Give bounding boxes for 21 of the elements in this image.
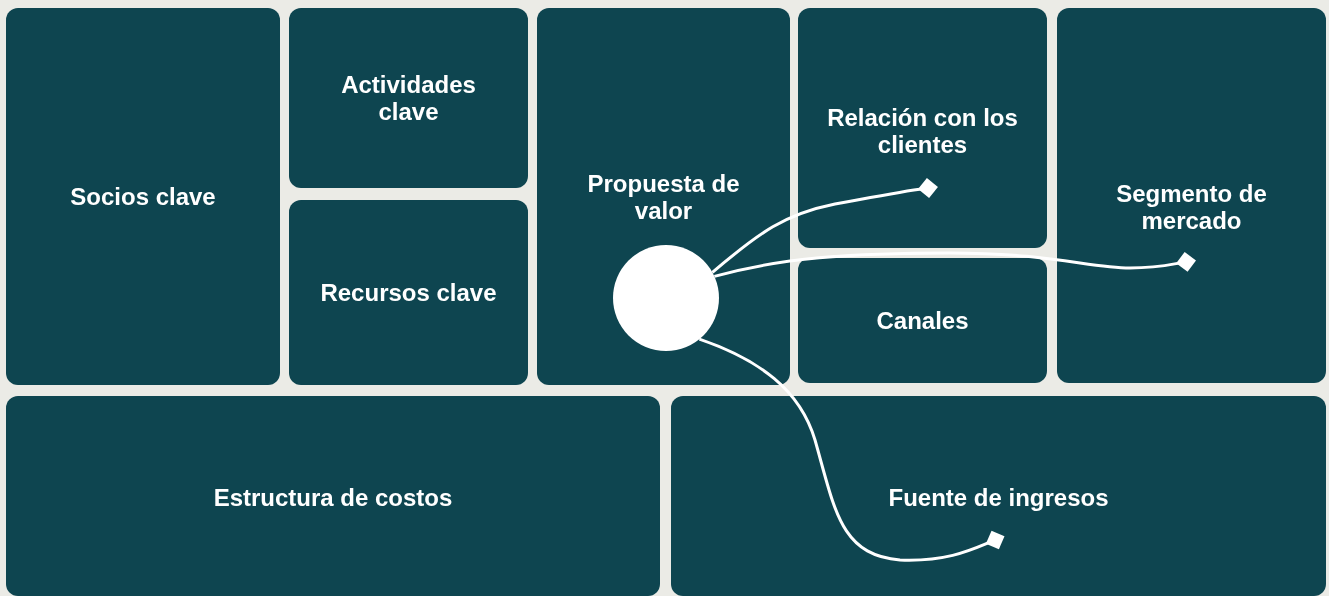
block-title: Estructura de costos (213, 484, 453, 511)
canvas-block (6, 8, 280, 385)
block-title: Recursos clave (320, 279, 497, 306)
canvas-block (6, 396, 660, 596)
connector-line (714, 251, 1196, 278)
block-title: Actividades clave (340, 71, 477, 125)
canvas-block (537, 8, 790, 385)
canvas-block (671, 396, 1326, 596)
canvas-block (798, 8, 1047, 248)
block-title: Relación con los clientes (826, 104, 1019, 158)
canvas-block (798, 258, 1047, 383)
block-title: Segmento de mercado (1115, 180, 1268, 234)
canvas-block (289, 200, 528, 385)
block-title: Socios clave (70, 183, 216, 210)
block-title: Fuente de ingresos (888, 484, 1109, 511)
block-title: Canales (876, 307, 969, 334)
connector-line (698, 337, 1005, 562)
canvas-block (289, 8, 528, 188)
block-title: Propuesta de valor (586, 170, 741, 224)
canvas-block (1057, 8, 1326, 383)
connector-line (711, 178, 938, 274)
